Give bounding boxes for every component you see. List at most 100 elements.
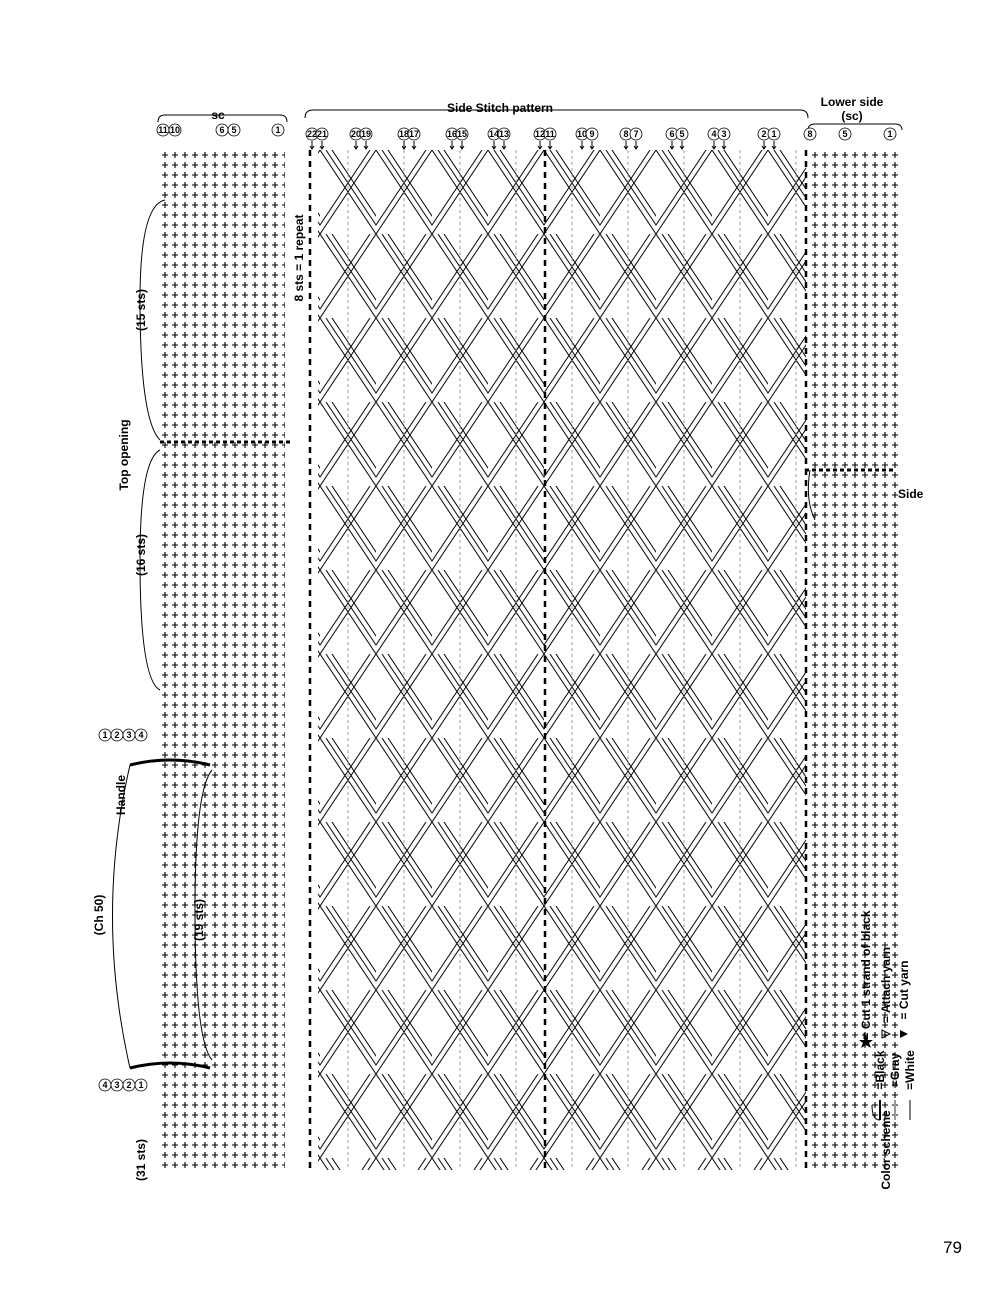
- lower-side-sc-label: (sc): [841, 109, 862, 123]
- lower-side-label: Lower side: [821, 95, 884, 109]
- down-arrow-icon: [363, 141, 369, 150]
- row-number-17-circle: [407, 127, 421, 141]
- row-number-11-circle: [543, 127, 557, 141]
- down-arrow-icon: [411, 141, 417, 150]
- legend-white-label: =White: [903, 1050, 917, 1090]
- brace-16-sts: [139, 449, 161, 691]
- stitch-count-19: (19 sts): [192, 899, 206, 941]
- row-number-2: 2: [761, 129, 766, 139]
- sc-row-10: 10: [170, 125, 180, 135]
- row-number-10: 10: [577, 129, 587, 139]
- row-number-1: 1: [771, 129, 776, 139]
- row-number-16: 16: [447, 129, 457, 139]
- page-number: 79: [943, 1238, 962, 1257]
- down-arrow-icon: [669, 141, 675, 150]
- row-number-11: 11: [545, 129, 555, 139]
- legend-cut-black-label: = Cut 1 strand of black: [859, 910, 873, 1039]
- lower-side-row-1-circle: [883, 127, 897, 141]
- down-arrow-icon: [761, 141, 767, 150]
- row-number-13-circle: [497, 127, 511, 141]
- handle-bracket: [112, 764, 131, 1069]
- down-arrow-icon: [319, 141, 325, 150]
- sc-row-1: 1: [275, 125, 280, 135]
- handle-upper-row-1: 1: [102, 730, 107, 740]
- down-arrow-icon: [711, 141, 717, 150]
- row-number-6: 6: [669, 129, 674, 139]
- row-number-22: 22: [307, 129, 317, 139]
- row-number-19-circle: [359, 127, 373, 141]
- handle-upper-row-2: 2: [114, 730, 119, 740]
- stitch-count-31: (31 sts): [134, 1139, 148, 1181]
- brace-19-sts: [194, 769, 213, 1061]
- legend-attach-yarn-label: = Attach yarn: [879, 947, 893, 1023]
- lower-side-row-8: 8: [807, 129, 812, 139]
- sc-row-6: 6: [219, 125, 224, 135]
- row-number-19: 19: [361, 129, 371, 139]
- row-number-7: 7: [633, 129, 638, 139]
- legend-color-scheme-title: Color scheme: [879, 1110, 893, 1190]
- legend-black-label: =Black: [873, 1050, 887, 1089]
- lower-side-stitch-block: [810, 150, 900, 1170]
- brace-15-sts: [139, 199, 166, 441]
- row-number-14: 14: [489, 129, 499, 139]
- sc-row-11: 11: [158, 125, 168, 135]
- down-arrow-icon: [633, 141, 639, 150]
- down-arrow-icon: [537, 141, 543, 150]
- sc-row-5: 5: [231, 125, 236, 135]
- row-number-12: 12: [535, 129, 545, 139]
- cut-yarn-icon: [900, 1030, 908, 1038]
- attach-yarn-icon: [881, 1029, 892, 1039]
- down-arrow-icon: [459, 141, 465, 150]
- chain-columns: [308, 150, 808, 1170]
- row-number-21: 21: [317, 129, 327, 139]
- lower-side-row-5-circle: [838, 127, 852, 141]
- legend-gray-label: =Gray: [888, 1052, 902, 1087]
- sc-label: sc: [211, 108, 225, 122]
- row-number-1-circle: [767, 127, 781, 141]
- row-number-20: 20: [351, 129, 361, 139]
- row-number-18: 18: [399, 129, 409, 139]
- lower-side-row-5: 5: [842, 129, 847, 139]
- star-icon: [859, 1035, 873, 1048]
- side-stitch-cable-grid: [318, 150, 806, 1170]
- row-number-7-circle: [629, 127, 643, 141]
- row-number-4: 4: [711, 129, 716, 139]
- down-arrow-icon: [623, 141, 629, 150]
- lower-side-row-8-circle: [803, 127, 817, 141]
- down-arrow-icon: [679, 141, 685, 150]
- row-number-5-circle: [675, 127, 689, 141]
- down-arrow-icon: [771, 141, 777, 150]
- top-opening-label: Top opening: [117, 419, 131, 490]
- row-number-15-circle: [455, 127, 469, 141]
- handle-lower-row-3: 3: [114, 1080, 119, 1090]
- row-number-3-circle: [717, 127, 731, 141]
- handle-chain-top: [129, 758, 211, 767]
- row-number-9: 9: [589, 129, 594, 139]
- row-number-8: 8: [623, 129, 628, 139]
- side-stitch-pattern-label: Side Stitch pattern: [447, 101, 553, 115]
- handle-lower-row-1: 1: [138, 1080, 143, 1090]
- chain-50-label: (Ch 50): [92, 895, 106, 936]
- brace-side: [807, 469, 816, 521]
- row-number-3: 3: [721, 129, 726, 139]
- down-arrow-icon: [401, 141, 407, 150]
- row-number-9-circle: [585, 127, 599, 141]
- legend-cut-yarn-label: = Cut yarn: [897, 960, 911, 1019]
- stitch-count-15: (15 sts): [134, 289, 148, 331]
- handle-lower-row-1-circle: [134, 1078, 148, 1092]
- down-arrow-icon: [353, 141, 359, 150]
- side-label: Side: [898, 487, 924, 501]
- handle-chain-bottom: [129, 1061, 211, 1070]
- lower-side-header: Lower side (sc): [807, 95, 903, 131]
- legend: Color scheme =Black =Gray =White = Cut 1…: [859, 910, 917, 1190]
- down-arrow-icon: [449, 141, 455, 150]
- handle-lower-row-4: 4: [102, 1080, 107, 1090]
- lower-side-row-1: 1: [887, 129, 892, 139]
- sc-row-5-circle: [227, 123, 241, 137]
- row-number-17: 17: [409, 129, 419, 139]
- repeat-label: 8 sts = 1 repeat: [292, 214, 306, 301]
- side-stitch-header: Side Stitch pattern: [304, 101, 809, 119]
